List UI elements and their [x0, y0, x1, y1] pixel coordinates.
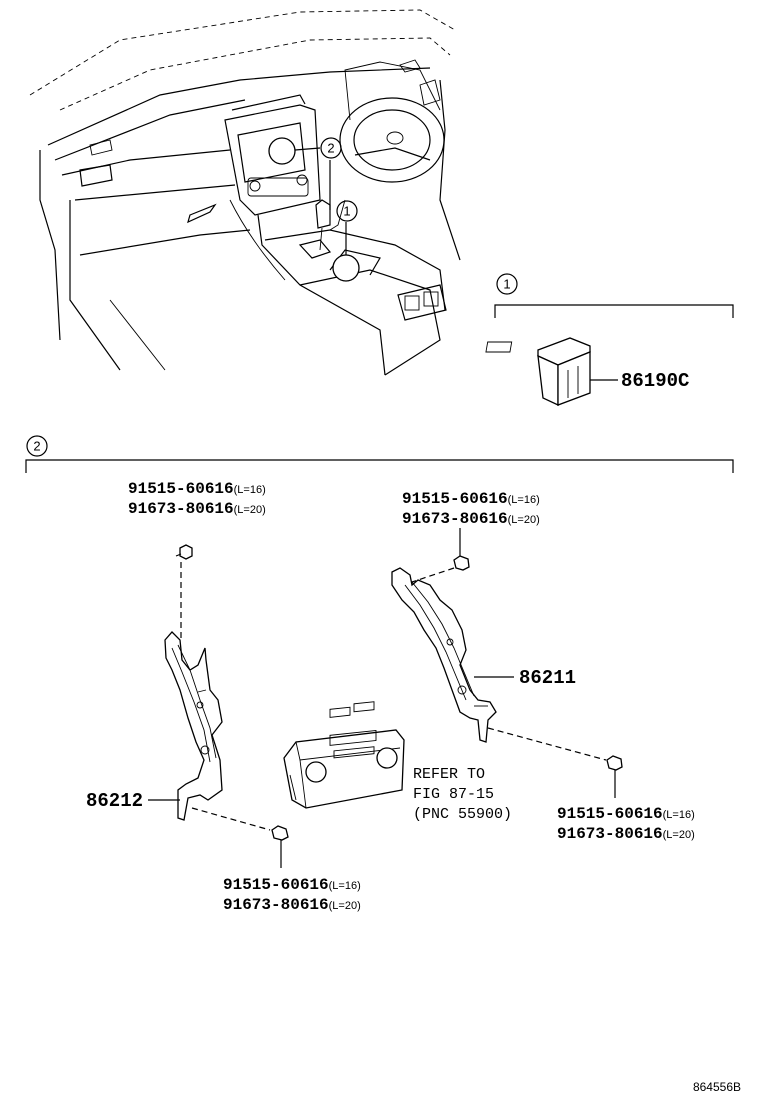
section-1-marker [496, 273, 518, 295]
bolt-label-bottom-right: 91515-60616(L=16) 91673-80616(L=20) [557, 805, 695, 843]
bolt-bottom-left-drawing [191, 807, 289, 868]
bracket-86212-drawing [164, 631, 223, 821]
control-panel-drawing [283, 701, 405, 809]
bolt-length: (L=20) [663, 829, 695, 841]
bolt-length: (L=16) [329, 880, 361, 892]
refer-line-1: REFER TO [413, 766, 485, 783]
refer-line-2: FIG 87-15 [413, 786, 494, 803]
svg-text:91515-60616(L=16): 91515-60616(L=16) [223, 876, 361, 894]
bolt-label-bottom-left: 91515-60616(L=16) 91673-80616(L=20) [223, 876, 361, 914]
callout-target-2 [268, 137, 296, 165]
section-2-marker-label: 2 [33, 439, 40, 454]
bolt-length: (L=20) [234, 504, 266, 516]
svg-text:91515-60616(L=16): 91515-60616(L=16) [557, 805, 695, 823]
callout-1-label: 1 [343, 204, 350, 219]
refer-note: REFER TO FIG 87-15 (PNC 55900) [413, 766, 512, 823]
svg-text:91673-80616(L=20): 91673-80616(L=20) [557, 825, 695, 843]
bolt-length: (L=16) [663, 809, 695, 821]
bolt-length: (L=16) [234, 484, 266, 496]
bolt-label-top-left: 91515-60616(L=16) 91673-80616(L=20) [128, 480, 266, 518]
bolt-pn: 91673-80616 [128, 500, 234, 518]
bolt-label-top-right: 91515-60616(L=16) 91673-80616(L=20) [402, 490, 540, 528]
bolt-pn: 91673-80616 [557, 825, 663, 843]
section-1-bracket [494, 304, 734, 318]
part-number-86190c: 86190C [621, 370, 689, 392]
bolt-pn: 91515-60616 [128, 480, 234, 498]
bolt-top-right-drawing [411, 528, 470, 583]
section-2-bracket [25, 459, 734, 473]
dashboard-illustration [29, 9, 461, 376]
svg-text:91515-60616(L=16): 91515-60616(L=16) [128, 480, 266, 498]
bolt-length: (L=20) [508, 514, 540, 526]
bolt-top-left-drawing [175, 544, 193, 638]
part-number-86211: 86211 [519, 667, 576, 689]
callout-target-1 [332, 254, 360, 282]
bolt-pn: 91673-80616 [402, 510, 508, 528]
switch-86190c-drawing [485, 337, 591, 407]
callout-2: 2 [320, 137, 342, 159]
svg-text:91673-80616(L=20): 91673-80616(L=20) [128, 500, 266, 518]
part-number-86212: 86212 [86, 790, 143, 812]
figure-id: 864556B [693, 1080, 741, 1094]
callout-1: 1 [336, 200, 358, 222]
svg-text:91673-80616(L=20): 91673-80616(L=20) [223, 896, 361, 914]
refer-line-3: (PNC 55900) [413, 806, 512, 823]
bolt-pn: 91515-60616 [557, 805, 663, 823]
bolt-pn: 91515-60616 [402, 490, 508, 508]
section-2-marker [26, 435, 48, 457]
bolt-length: (L=20) [329, 900, 361, 912]
section-1-marker-label: 1 [503, 277, 510, 292]
section-2: 2 91515-60616(L=16) 91673-80616(L=20) [25, 435, 734, 914]
callout-2-label: 2 [327, 141, 334, 156]
svg-text:91673-80616(L=20): 91673-80616(L=20) [402, 510, 540, 528]
section-1: 1 86190C [485, 273, 734, 407]
bolt-pn: 91673-80616 [223, 896, 329, 914]
bolt-pn: 91515-60616 [223, 876, 329, 894]
bolt-bottom-right-drawing [487, 727, 623, 798]
bracket-86211-drawing [391, 567, 497, 743]
svg-text:91515-60616(L=16): 91515-60616(L=16) [402, 490, 540, 508]
bolt-length: (L=16) [508, 494, 540, 506]
